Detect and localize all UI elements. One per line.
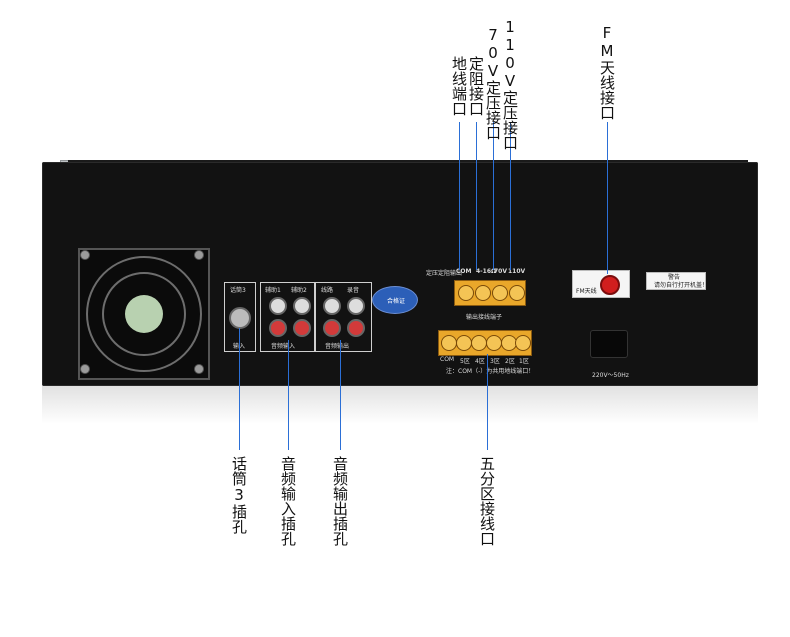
callout-70v: 70V定压接口: [484, 26, 502, 140]
callout-audio-input: 音频输入插孔: [279, 456, 297, 546]
terminal-screw[interactable]: [486, 335, 502, 351]
leader-line: [340, 340, 341, 450]
output-terminal-title: 定压定阻输出: [426, 270, 463, 277]
callout-audio-output: 音频输出插孔: [331, 456, 349, 546]
term-com-label: COM: [456, 268, 472, 275]
aux2-right-jack[interactable]: [293, 319, 311, 337]
zone-5-label: 5区: [460, 358, 470, 365]
common-ground-note: 注：COM（-）为共用地线端口！: [446, 368, 535, 375]
terminal-screw[interactable]: [492, 285, 508, 301]
zone-1-label: 1区: [519, 358, 529, 365]
callout-five-zone: 五分区接线口: [478, 456, 496, 546]
screw: [194, 250, 204, 260]
leader-line: [239, 328, 240, 450]
audio-output-label: 音频输出: [325, 343, 350, 350]
power-cord-plug[interactable]: [590, 330, 628, 358]
fm-antenna-jack[interactable]: [600, 275, 620, 295]
line-left-jack[interactable]: [323, 297, 341, 315]
fan-guard-ring: [86, 256, 202, 372]
mic3-jack[interactable]: [229, 307, 251, 329]
cooling-fan: [78, 248, 210, 380]
callout-110v: 110V定压接口: [501, 18, 519, 150]
zone-terminal-block[interactable]: [438, 330, 532, 356]
leader-line: [487, 354, 488, 450]
terminal-screw[interactable]: [475, 285, 491, 301]
callout-ground-port: 地线端口: [450, 56, 468, 116]
term-110v-label: 110V: [508, 268, 526, 275]
leader-line: [607, 122, 608, 274]
line-right-jack[interactable]: [323, 319, 341, 337]
leader-line: [288, 340, 289, 450]
badge-text: 合格证: [387, 298, 406, 305]
leader-line: [493, 122, 494, 270]
leader-line: [510, 122, 511, 270]
voltage-terminal-block[interactable]: [454, 280, 526, 306]
mic3-title: 话筒3: [230, 287, 246, 294]
record-right-jack[interactable]: [347, 319, 365, 337]
zone-3-label: 3区: [490, 358, 500, 365]
certificate-badge: 合格证: [372, 286, 418, 314]
audio-input-panel: 辅助1 辅助2 音频输入: [260, 282, 316, 352]
record-left-jack[interactable]: [347, 297, 365, 315]
fm-antenna-label: FM天线: [576, 288, 597, 295]
screw: [80, 364, 90, 374]
fan-hub: [125, 295, 163, 333]
zone-terminal-title: 输出接线端子: [466, 314, 503, 321]
panel-reflection: [42, 386, 758, 424]
zone-com-label: COM: [440, 356, 455, 363]
record-label: 录音: [347, 287, 360, 294]
terminal-screw[interactable]: [456, 335, 472, 351]
screw: [194, 364, 204, 374]
zone-4-label: 4区: [475, 358, 485, 365]
fm-label-plate: [572, 270, 630, 298]
callout-fm-antenna: FM天线接口: [598, 24, 616, 120]
term-70v-label: 70V: [494, 268, 507, 275]
term-ohm-label: 4-16Ω: [476, 268, 497, 275]
aux1-right-jack[interactable]: [269, 319, 287, 337]
zone-2-label: 2区: [505, 358, 515, 365]
warning-text: 请勿自行打开机盖！: [654, 282, 709, 289]
audio-input-label: 音频输入: [271, 343, 296, 350]
leader-line: [459, 122, 460, 270]
callout-fixed-impedance: 定阻接口: [467, 56, 485, 116]
terminal-screw[interactable]: [509, 285, 525, 301]
fan-guard-ring: [102, 272, 186, 356]
terminal-screw[interactable]: [458, 285, 474, 301]
aux2-label: 辅助2: [291, 287, 307, 294]
callout-mic3: 话筒3插孔: [230, 456, 248, 534]
warning-title: 警告: [668, 274, 681, 281]
aux1-left-jack[interactable]: [269, 297, 287, 315]
terminal-screw[interactable]: [441, 335, 457, 351]
screw: [80, 250, 90, 260]
line-label: 线路: [321, 287, 334, 294]
mic3-panel: 话筒3 输入: [224, 282, 256, 352]
aux1-label: 辅助1: [265, 287, 281, 294]
warning-plate: [646, 272, 706, 290]
terminal-screw[interactable]: [471, 335, 487, 351]
leader-line: [476, 122, 477, 270]
audio-output-panel: 线路 录音 音频输出: [314, 282, 372, 352]
aux2-left-jack[interactable]: [293, 297, 311, 315]
power-rating: 220V～50Hz: [592, 372, 629, 379]
terminal-screw[interactable]: [515, 335, 531, 351]
